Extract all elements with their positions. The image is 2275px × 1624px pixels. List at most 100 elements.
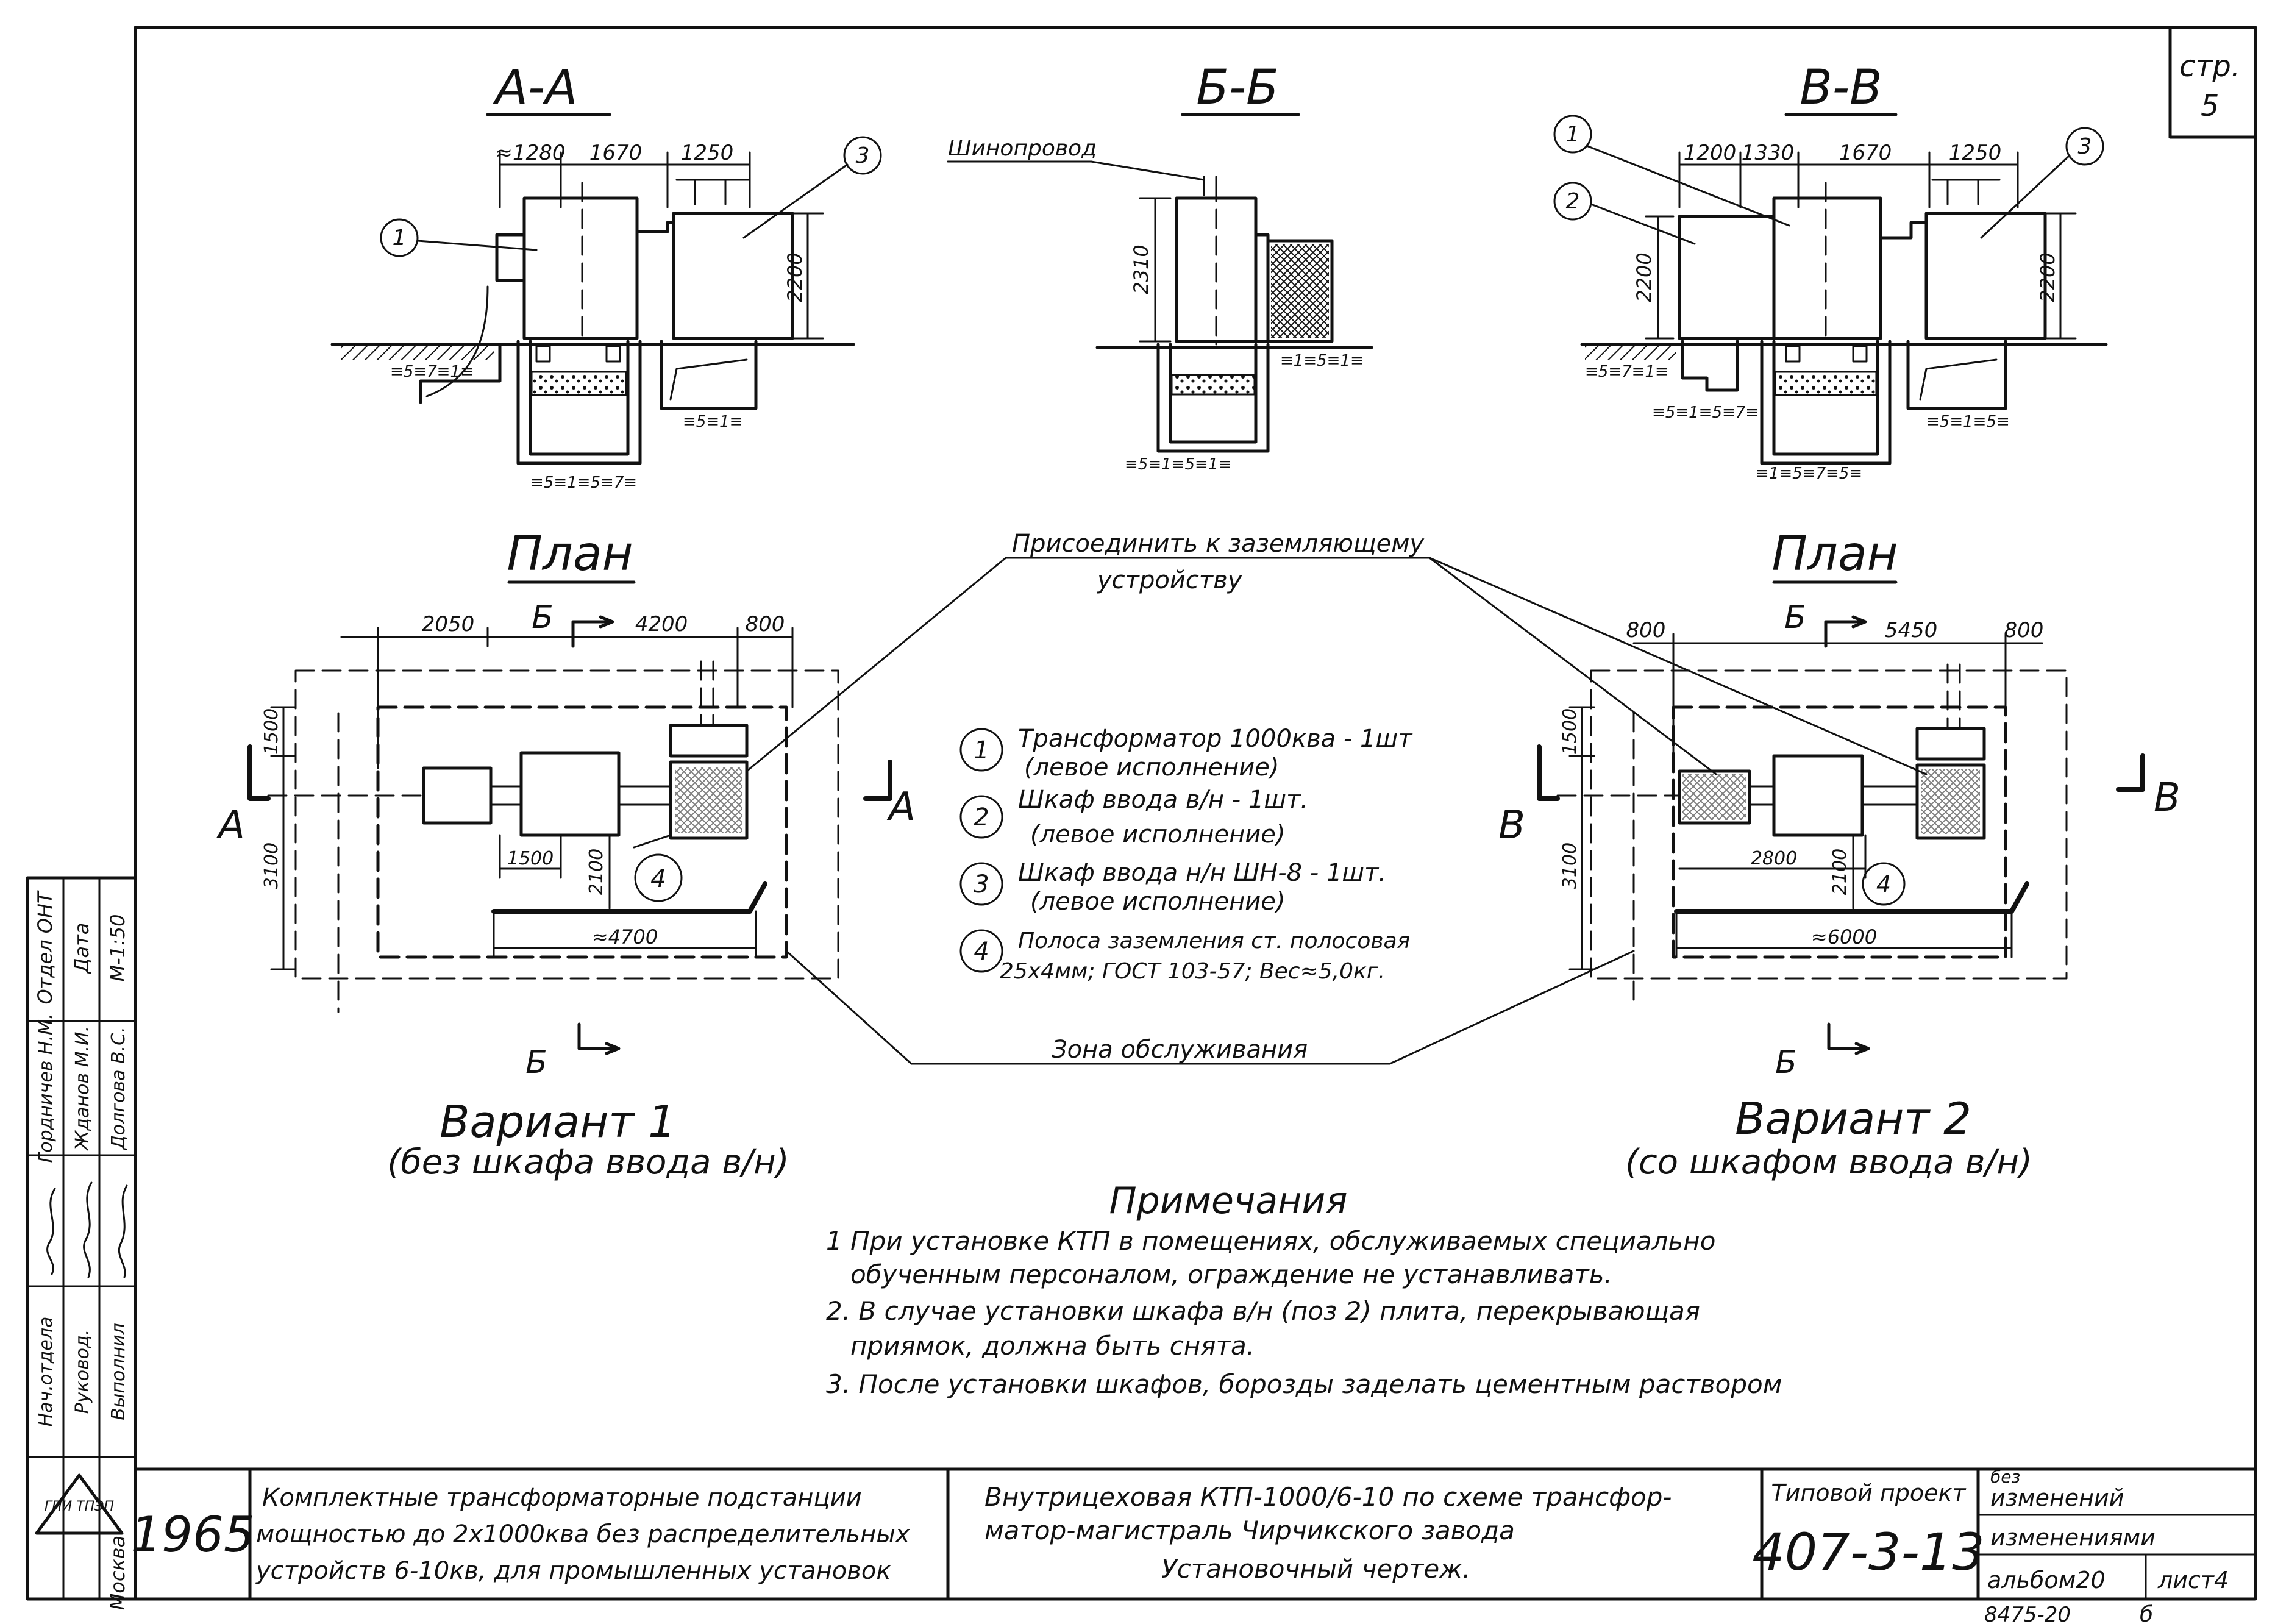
plan2-title: План: [1771, 527, 1898, 582]
title-year: 1965: [130, 1506, 255, 1563]
stamp-name-2: Жданов М.И.: [72, 1026, 93, 1152]
plan2-dim-4: 1500: [1559, 708, 1581, 755]
legend-line1-4: Полоса заземления ст. полосовая: [1018, 928, 1410, 953]
note-line-3: 2. В случае установки шкафа в/н (поз 2) …: [826, 1296, 1700, 1326]
legend-line2-4: 25х4мм; ГОСТ 103-57; Вес≈5,0кг.: [1000, 959, 1385, 984]
service-zone-label: Зона обслуживания: [1052, 1036, 1308, 1064]
legend-marker-4: [959, 929, 1003, 973]
plan2-dim-5: 3100: [1559, 842, 1581, 889]
plan1-dim-3: 800: [746, 612, 785, 636]
sheet-number: лист4: [2157, 1567, 2229, 1594]
note-line-5: 3. После установки шкафов, борозды задел…: [826, 1369, 1782, 1399]
note-line-2: обученным персоналом, ограждение не уста…: [850, 1259, 1612, 1289]
plan2-dim-2: 5450: [1885, 618, 1938, 643]
svg-text:4: 4: [650, 865, 666, 893]
title-line-3: Установочный чертеж.: [1161, 1554, 1470, 1584]
plan1-cut-bottom: Б: [525, 1044, 547, 1081]
change-label-1: без: [1990, 1467, 2020, 1487]
grounding-callout: Присоединить к заземляющему устройству: [746, 530, 1928, 775]
legend: 1 Трансформатор 1000ква - 1шт (левое исп…: [959, 725, 1413, 984]
plan1-cut-left: А: [216, 803, 245, 848]
svg-text:≡1≡5≡7≡5≡: ≡1≡5≡7≡5≡: [1756, 465, 1862, 483]
stamp-role-3: Выполнил: [108, 1323, 129, 1420]
svg-text:≡5≡1≡5≡7≡: ≡5≡1≡5≡7≡: [530, 474, 637, 492]
plan1-dim-2: 4200: [635, 612, 688, 636]
b-b-dim-height: 2310: [1130, 244, 1153, 294]
plan2-cut-bottom: Б: [1775, 1044, 1797, 1081]
album-number: альбом20: [1987, 1567, 2106, 1594]
title-block: 1965 Комплектные трансформаторные подста…: [130, 1467, 2257, 1601]
plan2-dim-8: ≈6000: [1811, 925, 1877, 949]
stamp-field-1: Отдел ОНТ: [34, 890, 57, 1005]
plan1-cut-right: А: [886, 785, 916, 830]
a-a-dim-2: 1670: [589, 141, 643, 165]
section-b-b-title: Б-Б: [1196, 60, 1278, 115]
plan2-dim-7: 2100: [1829, 849, 1851, 895]
stamp-role-2: Руковод.: [72, 1330, 93, 1414]
legend-line1-3: Шкаф ввода н/н ШН-8 - 1шт.: [1018, 859, 1386, 887]
svg-text:≡5≡1≡5≡: ≡5≡1≡5≡: [1926, 413, 2010, 431]
org-logo: [35, 1473, 124, 1535]
plan1-cut-top: Б: [532, 599, 554, 636]
signature-2: [83, 1181, 93, 1278]
plan2-cut-left: В: [1498, 803, 1525, 848]
series-line-3: устройств 6-10кв, для промышленных устан…: [255, 1557, 891, 1585]
plan2-cut-right: В: [2154, 775, 2181, 821]
legend-marker-2: [959, 795, 1003, 839]
note-line-4: приямок, должна быть снята.: [850, 1331, 1255, 1361]
title-line-1: Внутрицеховая КТП-1000/6-10 по схеме тра…: [984, 1482, 1672, 1512]
plan1-dim-1: 2050: [422, 612, 475, 636]
notes: Примечания 1 При установке КТП в помещен…: [826, 1180, 1782, 1399]
stamp-field-2: Дата: [70, 923, 93, 975]
svg-text:≡5≡7≡1≡: ≡5≡7≡1≡: [1585, 363, 1668, 381]
legend-line2-2: (левое исполнение): [1030, 821, 1285, 849]
stamp-name-3: Долгова В.С.: [108, 1027, 129, 1150]
sheet-frame: [134, 26, 2257, 1601]
svg-text:≡5≡7≡1≡: ≡5≡7≡1≡: [390, 363, 474, 381]
svg-text:3: 3: [2078, 134, 2092, 159]
title-line-2: матор-магистраль Чирчикского завода: [984, 1515, 1515, 1545]
change-label-3: изменениями: [1990, 1524, 2156, 1551]
section-a-a-title: А-А: [493, 60, 578, 115]
legend-line2-1: (левое исполнение): [1024, 753, 1279, 782]
ground-callout-line1: Присоединить к заземляющему: [1012, 530, 1425, 558]
plan1-dim-8: ≈4700: [592, 925, 658, 949]
plan1-variant: Вариант 1: [440, 1096, 676, 1147]
plan2-variant-sub: (со шкафом ввода в/н): [1625, 1142, 2032, 1182]
logo-text: ГПИ ТПЭП: [45, 1499, 114, 1514]
plan2-dim-6: 2800: [1751, 848, 1797, 869]
v-v-dim-height-2: 2200: [2036, 252, 2059, 302]
plan1-dim-5: 3100: [261, 842, 282, 889]
plan2-variant: Вариант 2: [1735, 1093, 1971, 1144]
v-v-dim-height-1: 2200: [1632, 252, 1656, 302]
legend-line1-1: Трансформатор 1000ква - 1шт: [1018, 725, 1413, 753]
section-a-a: А-А ≈1280 1670 1250 2200: [330, 60, 882, 492]
v-v-dim-2: 1330: [1742, 141, 1795, 165]
legend-line1-2: Шкаф ввода в/н - 1шт.: [1018, 786, 1308, 814]
a-a-dim-1: ≈1280: [495, 141, 565, 165]
page-number: 5: [2201, 89, 2220, 123]
stamp-field-3: М-1:50: [106, 914, 129, 981]
corner-mark: б: [2140, 1602, 2153, 1624]
v-v-dim-4: 1250: [1949, 141, 2002, 165]
legend-num-3: 3: [974, 871, 989, 899]
change-label-2: изменений: [1990, 1484, 2124, 1511]
svg-text:1: 1: [393, 226, 407, 251]
section-v-v: В-В 1200 1330 1670 1250 2200 2200: [1553, 60, 2108, 483]
svg-text:4: 4: [1876, 871, 1891, 898]
section-b-b: Б-Б Шинопровод 2310 ≡5≡1≡5≡1≡ ≡1≡5≡1≡: [947, 60, 1373, 474]
svg-text:1: 1: [1566, 122, 1580, 147]
a-a-dim-height: 2200: [783, 252, 806, 302]
svg-text:≡1≡5≡1≡: ≡1≡5≡1≡: [1280, 352, 1364, 370]
legend-num-1: 1: [974, 736, 989, 764]
legend-line2-3: (левое исполнение): [1030, 888, 1285, 916]
plan-variant-2: План 800 5450 800 Б 1500 3100 В В: [1498, 527, 2181, 1182]
plan1-dim-6: 1500: [507, 848, 554, 869]
page-label: стр.: [2179, 49, 2240, 84]
section-v-v-title: В-В: [1800, 60, 1882, 115]
series-line-2: мощностью до 2х1000ква без распределител…: [256, 1520, 910, 1548]
plan2-cut-top: Б: [1784, 599, 1806, 636]
plan1-dim-4: 1500: [261, 708, 282, 755]
plan2-dim-1: 800: [1626, 618, 1666, 643]
